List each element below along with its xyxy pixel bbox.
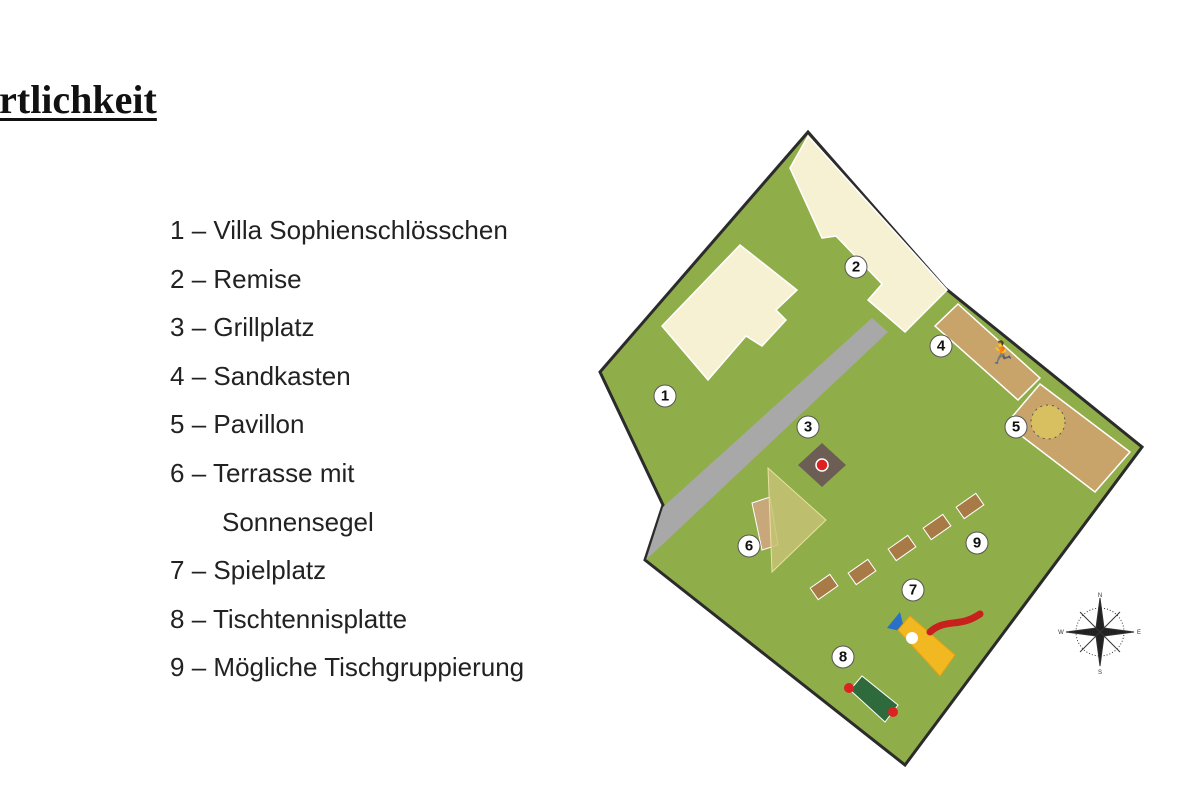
map-marker-6: 6 — [737, 534, 761, 558]
sandbox-figure-icon: 🏃 — [988, 340, 1015, 365]
table — [887, 534, 917, 562]
legend-item: 2 – Remise — [170, 261, 524, 310]
remise-building — [789, 134, 949, 334]
legend-label: Spielplatz — [213, 555, 327, 586]
table — [955, 492, 985, 520]
legend-number: 9 — [170, 652, 185, 683]
playground-icon — [887, 610, 984, 677]
path-road — [646, 318, 888, 560]
legend-label: Tischtennisplatte — [212, 603, 408, 634]
legend-label: Remise — [213, 263, 302, 294]
marker-number: 7 — [909, 582, 917, 599]
marker-number: 6 — [745, 538, 753, 555]
map-marker-8: 8 — [831, 645, 855, 669]
marker-number: 9 — [973, 535, 981, 552]
map-marker-2: 2 — [844, 255, 868, 279]
legend-separator: – — [191, 409, 207, 440]
marker-number: 5 — [1012, 419, 1020, 436]
marker-number: 8 — [839, 649, 847, 666]
sandbox-area — [933, 302, 1042, 402]
legend-number: 8 — [170, 603, 185, 634]
legend-separator: – — [191, 603, 207, 634]
sun-sail — [767, 466, 827, 574]
legend-number: 4 — [170, 360, 185, 391]
compass-w: W — [1058, 630, 1064, 636]
legend-item: 3 – Grillplatz — [170, 309, 524, 358]
table — [847, 558, 877, 586]
legend-item: 4 – Sandkasten — [170, 358, 524, 407]
compass-e: E — [1137, 630, 1141, 636]
legend-item: 9 – Mögliche Tischgruppierung — [170, 649, 524, 698]
table-tennis-icon — [844, 675, 899, 723]
legend-label: Sonnensegel — [222, 506, 374, 537]
marker-number: 4 — [937, 338, 946, 355]
legend-number: 1 — [170, 215, 185, 245]
page-heading: Örtlichkeit — [0, 77, 157, 122]
map-marker-7: 7 — [901, 578, 925, 602]
legend-item: 6 – Terrasse mit — [170, 455, 524, 504]
marker-number: 1 — [661, 388, 669, 405]
legend-item: 7 – Spielplatz — [170, 552, 524, 601]
grill-icon — [815, 458, 829, 472]
legend-separator: – — [191, 215, 207, 245]
table — [922, 513, 952, 541]
map-marker-9: 9 — [965, 531, 989, 555]
legend-number: 2 — [170, 263, 185, 294]
pavilion-icon — [1030, 404, 1066, 440]
compass-rose-icon: N S W E — [1058, 593, 1141, 676]
legend-number: 6 — [170, 457, 185, 488]
legend-item: 8 – Tischtennisplatte — [170, 601, 524, 650]
legend-number: 3 — [170, 312, 185, 343]
compass-s: S — [1098, 670, 1102, 676]
legend-label: Grillplatz — [213, 312, 315, 343]
marker-number: 2 — [852, 259, 860, 276]
legend-item: 5 – Pavillon — [170, 406, 524, 455]
site-legend: 1 – Villa Sophienschlösschen 2 – Remise … — [170, 212, 524, 698]
legend-separator: – — [191, 263, 207, 294]
legend-item-continuation: Sonnensegel — [170, 504, 524, 553]
compass-n: N — [1098, 593, 1102, 599]
legend-separator: – — [191, 457, 207, 488]
legend-label: Sandkasten — [213, 360, 351, 391]
map-marker-3: 3 — [796, 415, 820, 439]
table — [809, 573, 839, 601]
map-marker-1: 1 — [653, 384, 677, 408]
legend-number: 7 — [170, 555, 185, 586]
marker-number: 3 — [804, 419, 812, 436]
legend-label: Pavillon — [213, 409, 305, 440]
legend-separator: – — [191, 652, 207, 683]
legend-label: Villa Sophienschlösschen — [213, 215, 508, 245]
legend-label: Mögliche Tischgruppierung — [213, 652, 525, 683]
map-marker-5: 5 — [1004, 415, 1028, 439]
legend-separator: – — [191, 360, 207, 391]
map-marker-4: 4 — [929, 334, 953, 358]
legend-item: 1 – Villa Sophienschlösschen — [170, 212, 524, 261]
legend-separator: – — [191, 312, 207, 343]
legend-separator: – — [191, 555, 207, 586]
legend-number: 5 — [170, 409, 185, 440]
villa-building — [660, 243, 799, 382]
legend-label: Terrasse mit — [212, 457, 355, 488]
table-group — [809, 492, 985, 601]
